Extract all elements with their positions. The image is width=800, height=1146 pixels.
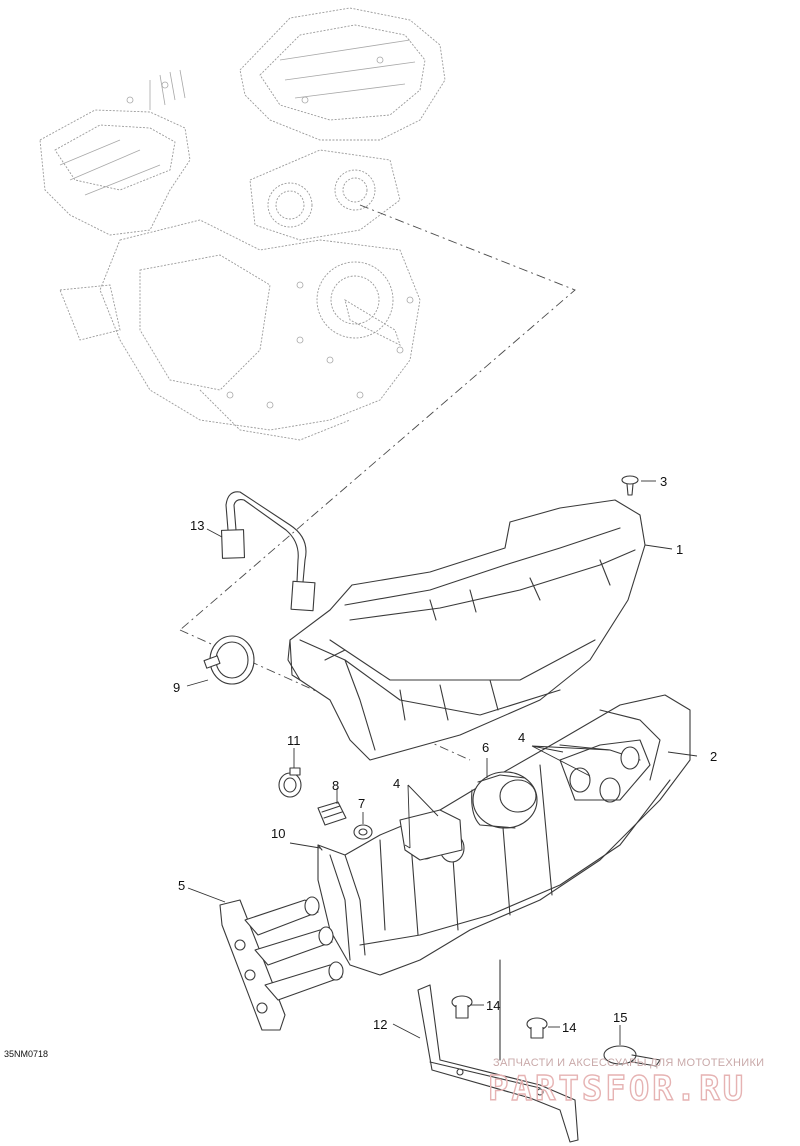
watermark: ЗАПЧАСТИ И АКСЕССУАРЫ ДЛЯ МОТОТЕХНИКИ PA… bbox=[487, 1057, 764, 1110]
callout-1: 1 bbox=[676, 542, 683, 557]
watermark-site: PARTSFOR.RU bbox=[488, 1069, 746, 1109]
callout-11: 11 bbox=[287, 733, 301, 748]
leader-lines bbox=[186, 480, 698, 1045]
callout-3: 3 bbox=[660, 474, 667, 489]
callout-6: 6 bbox=[482, 740, 489, 755]
callout-12: 12 bbox=[373, 1017, 387, 1032]
callout-4a: 4 bbox=[518, 730, 525, 745]
part-10-marker bbox=[317, 844, 323, 851]
figure-code: 35NM0718 bbox=[4, 1049, 48, 1059]
part-11-clamp bbox=[278, 767, 302, 798]
callout-14a: 14 bbox=[486, 998, 500, 1013]
callout-9: 9 bbox=[173, 680, 180, 695]
part-7-plug bbox=[353, 824, 373, 840]
callout-13: 13 bbox=[190, 518, 204, 533]
part-6-boot bbox=[471, 771, 538, 829]
part-5-intake-plate bbox=[219, 896, 344, 1031]
callout-8: 8 bbox=[332, 778, 339, 793]
part-14-grommet-a bbox=[451, 995, 473, 1019]
part-14-grommet-b bbox=[526, 1017, 548, 1039]
part-15-clip bbox=[603, 1045, 661, 1067]
callout-labels: 1 2 3 4 4 5 6 7 8 9 10 11 12 13 14 14 15 bbox=[173, 474, 717, 1035]
callout-5: 5 bbox=[178, 878, 185, 893]
part-9-clamp bbox=[203, 635, 255, 685]
callout-7: 7 bbox=[358, 796, 365, 811]
part-2-airbox-base bbox=[317, 694, 691, 976]
callout-15: 15 bbox=[613, 1010, 627, 1025]
part-8-fitting bbox=[317, 801, 347, 826]
callout-4b: 4 bbox=[393, 776, 400, 791]
callout-10: 10 bbox=[271, 826, 285, 841]
watermark-tagline: ЗАПЧАСТИ И АКСЕССУАРЫ ДЛЯ МОТОТЕХНИКИ bbox=[493, 1057, 764, 1069]
callout-2: 2 bbox=[710, 749, 717, 764]
part-1-airbox-cover bbox=[287, 499, 646, 761]
engine-illustration bbox=[39, 7, 446, 441]
callout-14b: 14 bbox=[562, 1020, 576, 1035]
part-12-bracket bbox=[417, 959, 579, 1143]
part-13-strap bbox=[220, 491, 316, 612]
part-3-screw bbox=[621, 475, 639, 496]
